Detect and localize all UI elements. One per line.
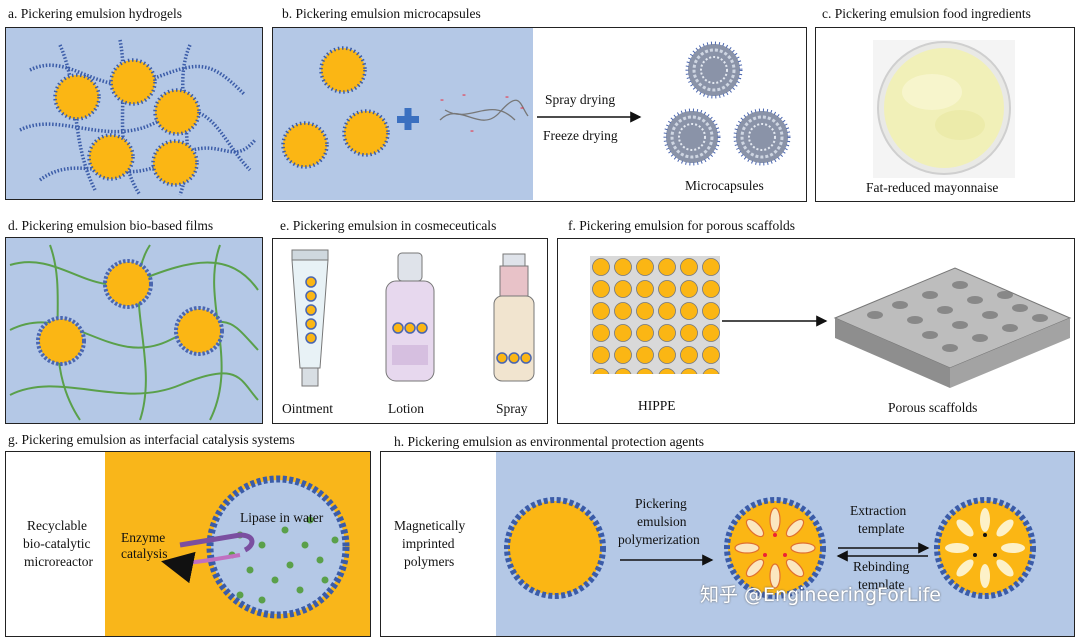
svg-text:-: -: [440, 92, 444, 106]
extraction-label: Extraction: [850, 503, 907, 518]
microcapsule-droplet: [342, 109, 390, 157]
spray-drying-label: Spray drying: [545, 92, 616, 107]
microcapsule-droplet: [319, 46, 367, 94]
hippe-label: HIPPE: [638, 398, 676, 413]
microcapsule-icon: [663, 108, 721, 166]
svg-text:-: -: [470, 123, 474, 137]
microcapsule-icon: [685, 41, 743, 99]
enzyme-arrow-icon: [161, 532, 255, 584]
mayonnaise-caption: Fat-reduced mayonnaise: [866, 180, 999, 195]
imprinted-label: imprinted: [402, 536, 455, 551]
rebinding-template-label: template: [858, 577, 905, 592]
watermark: 知乎 @EngineeringForLife: [700, 584, 941, 606]
enzyme-label: Enzyme: [121, 530, 166, 545]
panel-g-title: g. Pickering emulsion as interfacial cat…: [8, 432, 295, 447]
microreactor-label: microreactor: [24, 554, 93, 569]
freeze-drying-label: Freeze drying: [543, 128, 618, 143]
magnetically-label: Magnetically: [394, 518, 466, 533]
panel-e-title: e. Pickering emulsion in cosmeceuticals: [280, 218, 497, 233]
lipase-label: Lipase in water: [240, 510, 324, 525]
porous-scaffolds-label: Porous scaffolds: [888, 400, 978, 415]
film-droplet: [103, 259, 153, 309]
hydrogel-droplet: [53, 73, 101, 121]
panel-b-title: b. Pickering emulsion microcapsules: [282, 6, 481, 21]
panel-h-title: h. Pickering emulsion as environmental p…: [394, 434, 705, 449]
hydrogel-droplet: [151, 139, 199, 187]
ointment-label: Ointment: [282, 401, 333, 416]
catalysis-label: catalysis: [121, 546, 168, 561]
hippe-pattern: [590, 256, 720, 374]
bio-catalytic-label: bio-catalytic: [23, 536, 91, 551]
mip-cavity-droplet: [934, 497, 1036, 599]
hydrogel-droplet: [87, 133, 135, 181]
svg-text:-: -: [505, 89, 509, 103]
rebinding-label: Rebinding: [853, 559, 910, 574]
microcapsule-icon: [733, 108, 791, 166]
pickering-label: Pickering: [635, 496, 687, 511]
microcapsule-droplet: [281, 121, 329, 169]
polymerization-label: polymerization: [618, 532, 700, 547]
lotion-bottle-icon: [385, 252, 435, 382]
lotion-label: Lotion: [388, 401, 424, 416]
spray-label: Spray: [496, 401, 528, 416]
microcapsules-label: Microcapsules: [685, 178, 764, 193]
polymer-chain-icon: [439, 99, 529, 121]
porous-scaffold-surface: [833, 267, 1072, 388]
panel-d-title: d. Pickering emulsion bio-based films: [8, 218, 214, 233]
mip-droplet: [504, 497, 606, 599]
polymers-label: polymers: [404, 554, 455, 569]
template-label: template: [858, 521, 905, 536]
catalysis-droplet: [206, 475, 350, 619]
film-droplet: [174, 306, 224, 356]
hydrogel-droplet: [153, 88, 201, 136]
panel-a-title: a. Pickering emulsion hydrogels: [8, 6, 182, 21]
mip-template-droplet: [724, 497, 826, 599]
plus-icon: [397, 108, 419, 130]
svg-text:-: -: [462, 87, 466, 101]
hydrogel-droplet: [109, 58, 157, 106]
panel-c-title: c. Pickering emulsion food ingredients: [822, 6, 1031, 21]
recyclable-label: Recyclable: [27, 518, 87, 533]
mayonnaise-dish-image: [873, 40, 1015, 178]
ointment-tube-icon: [291, 249, 329, 387]
panel-f-title: f. Pickering emulsion for porous scaffol…: [568, 218, 795, 233]
svg-text:-: -: [520, 100, 524, 114]
film-droplet: [36, 316, 86, 366]
emulsion-label: emulsion: [637, 514, 687, 529]
